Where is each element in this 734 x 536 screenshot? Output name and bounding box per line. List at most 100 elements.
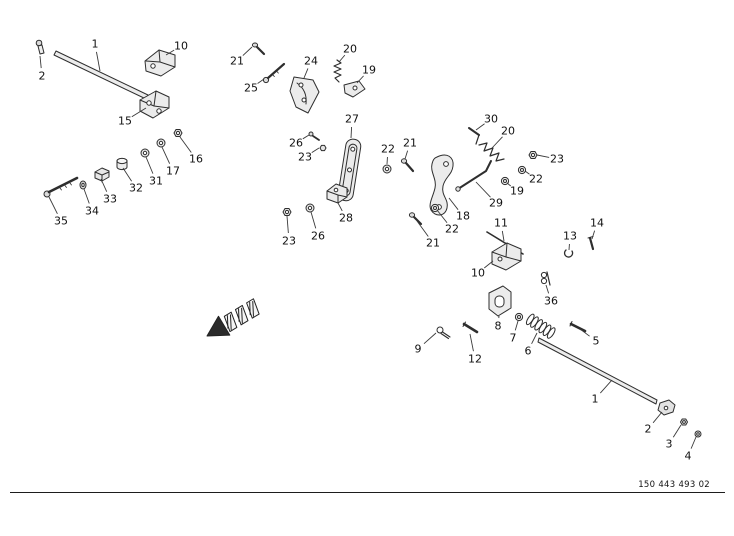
part-bushing-32 [116, 157, 128, 171]
part-bracket-8 [488, 285, 512, 317]
callout-36: 36 [544, 294, 558, 308]
part-nut-16 [173, 129, 183, 137]
leader-line [423, 332, 437, 345]
leader-line [310, 211, 317, 229]
leader-line [690, 436, 697, 449]
callout-21: 21 [230, 54, 244, 68]
callout-11: 11 [494, 216, 508, 230]
callout-30: 30 [484, 112, 498, 126]
callout-2: 2 [644, 422, 652, 436]
part-pin-30 [468, 127, 480, 145]
leader-line [416, 220, 429, 237]
callout-7: 7 [509, 331, 517, 345]
part-screw-26-mid [308, 131, 320, 141]
callout-21: 21 [403, 136, 417, 150]
leader-line [536, 154, 550, 158]
part-spacer-19-right [500, 176, 510, 186]
leader-line [338, 54, 346, 63]
leader-line [501, 230, 505, 242]
part-bracket-10-right [491, 242, 522, 271]
part-spring-20-top [333, 59, 342, 83]
part-screw-25 [262, 62, 286, 84]
part-nut-23-lower [282, 208, 292, 216]
callout-3: 3 [665, 437, 673, 451]
part-holder-18 [429, 154, 454, 216]
leader-line [448, 197, 459, 210]
callout-2: 2 [38, 69, 46, 83]
leader-line [48, 196, 58, 215]
callout-8: 8 [494, 319, 502, 333]
callout-20: 20 [343, 42, 357, 56]
leader-line [404, 150, 409, 160]
leader-line [545, 284, 550, 294]
leader-line [337, 202, 343, 212]
leader-line [302, 134, 310, 140]
leader-line [350, 126, 353, 139]
leader-line [491, 136, 503, 149]
part-nut-23-mid [319, 144, 327, 152]
leader-line [469, 333, 474, 352]
callout-19: 19 [362, 63, 376, 77]
callout-31: 31 [149, 174, 163, 188]
callout-25: 25 [244, 81, 258, 95]
callout-32: 32 [129, 181, 143, 195]
leader-line [303, 68, 309, 79]
leader-line [122, 167, 133, 182]
part-clamp-28 [326, 183, 348, 204]
callout-22: 22 [445, 222, 459, 236]
leader-line [599, 379, 613, 394]
callout-17: 17 [166, 164, 180, 178]
part-washer-26-lower [305, 203, 315, 213]
leader-line [652, 411, 663, 424]
part-bolt-35 [43, 176, 79, 198]
part-nut-23-right [528, 151, 538, 159]
callout-23: 23 [550, 152, 564, 166]
leader-line [165, 49, 175, 56]
leader-line [286, 215, 289, 234]
leader-line [531, 332, 538, 345]
callout-21: 21 [426, 236, 440, 250]
callout-13: 13 [563, 229, 577, 243]
callout-34: 34 [85, 204, 99, 218]
callout-10: 10 [174, 39, 188, 53]
part-washer-22a [382, 164, 392, 174]
part-latch-19-top [343, 80, 366, 98]
leader-line [672, 424, 682, 438]
callout-35: 35 [54, 214, 68, 228]
part-screw-21c [408, 212, 423, 226]
part-washer-4 [694, 430, 702, 438]
callout-22: 22 [381, 142, 395, 156]
callout-19: 19 [510, 184, 524, 198]
leader-line [179, 136, 192, 153]
part-pin-14 [587, 236, 595, 251]
leader-line [591, 230, 596, 240]
part-plate-24 [289, 76, 320, 114]
callout-1: 1 [591, 392, 599, 406]
leader-line [475, 123, 485, 131]
leader-line [356, 75, 364, 84]
part-washer-34 [79, 180, 87, 190]
callout-16: 16 [189, 152, 203, 166]
part-spring-20-right [478, 142, 505, 162]
part-washer-17 [156, 138, 166, 148]
part-rod-right [537, 337, 658, 405]
leader-line [131, 107, 147, 118]
callout-5: 5 [592, 334, 600, 348]
leader-line [257, 78, 265, 84]
part-bracket-15 [139, 90, 170, 119]
part-pin-12 [462, 321, 479, 334]
callout-12: 12 [468, 352, 482, 366]
drawing-number: 150 443 493 02 [638, 480, 710, 490]
callout-14: 14 [590, 216, 604, 230]
part-nut-3 [680, 418, 688, 426]
part-screw-21b [400, 158, 415, 173]
part-circlip-13 [563, 249, 574, 258]
callout-20: 20 [501, 124, 515, 138]
leader-line [161, 146, 171, 164]
leader-line [506, 182, 512, 187]
callout-27: 27 [345, 112, 359, 126]
callout-22: 22 [529, 172, 543, 186]
